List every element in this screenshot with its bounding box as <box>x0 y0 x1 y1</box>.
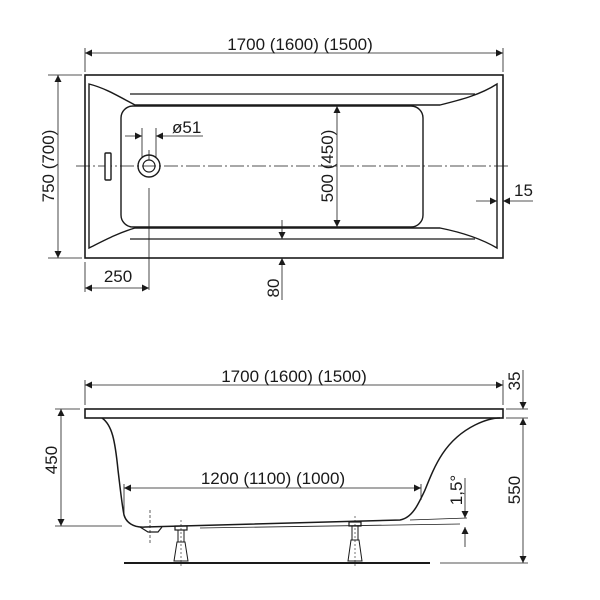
length-label: 1700 (1600) (1500) <box>227 35 373 54</box>
tub-inner-lip <box>88 82 498 250</box>
rim-height-label: 35 <box>505 372 524 391</box>
width-label: 750 (700) <box>39 130 58 203</box>
tub-depth-label: 450 <box>42 446 61 474</box>
side-view: 1700 (1600) (1500) 1200 (1100) (1000) 45… <box>42 367 528 566</box>
tub-rim-slab <box>84 408 504 419</box>
rim-thickness-label: 15 <box>514 181 533 200</box>
drain-diameter-label: ø51 <box>172 118 201 137</box>
drain-offset-label: 250 <box>104 267 132 286</box>
drain-icon <box>137 150 161 290</box>
tub-basin <box>120 105 424 228</box>
tub-outer-rim <box>84 74 504 259</box>
inner-width-label: 500 (450) <box>318 130 337 203</box>
bottom-rim-label: 80 <box>264 279 283 298</box>
bottom-length-label: 1200 (1100) (1000) <box>201 469 345 488</box>
slope-angle-label: 1,5° <box>447 475 466 505</box>
support-leg-right <box>347 516 363 566</box>
total-height-label: 550 <box>505 476 524 504</box>
tub-body-profile <box>101 417 501 528</box>
side-length-label: 1700 (1600) (1500) <box>221 367 367 386</box>
top-view: 1700 (1600) (1500) 750 (700) ø51 500 (45… <box>39 35 533 300</box>
support-leg-left <box>173 520 189 566</box>
overflow-icon <box>104 152 112 181</box>
